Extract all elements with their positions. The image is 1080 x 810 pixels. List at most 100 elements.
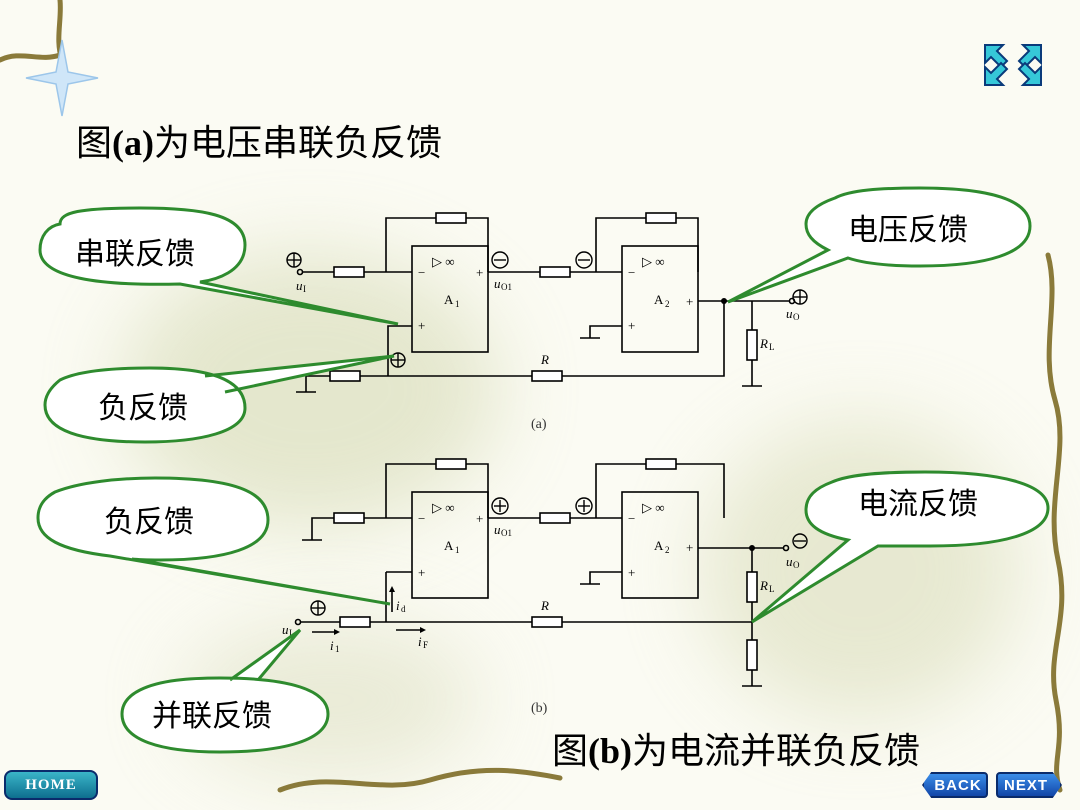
svg-text:+: + [476, 511, 483, 526]
circuit-b-resistors [333, 458, 758, 671]
svg-text:I: I [303, 284, 306, 294]
svg-text:A: A [654, 292, 664, 307]
back-button[interactable]: BACK [922, 772, 988, 798]
resistor [329, 370, 361, 382]
callout-series-feedback [38, 206, 399, 326]
svg-text:R: R [540, 598, 549, 613]
svg-text:A: A [654, 538, 664, 553]
next-button[interactable]: NEXT [996, 772, 1062, 798]
svg-text:负反馈: 负反馈 [98, 391, 188, 426]
resistor [539, 512, 571, 524]
svg-text:并联反馈: 并联反馈 [152, 699, 272, 734]
home-button[interactable]: HOME [4, 770, 98, 800]
svg-text:2: 2 [665, 545, 670, 555]
svg-text:电流反馈: 电流反馈 [858, 487, 978, 522]
svg-text:R: R [759, 336, 768, 351]
svg-text:R: R [540, 352, 549, 367]
resistor [339, 616, 371, 628]
title-figure-b: 图(b)为电流并联负反馈 [552, 731, 921, 772]
svg-text:−: − [628, 511, 635, 526]
caption-a: (a) [531, 417, 547, 432]
op-amp-a2 [621, 245, 699, 353]
resistor [539, 266, 571, 278]
resistor-rl [746, 329, 758, 361]
callout-current-feedback [751, 470, 1050, 624]
svg-text:电压反馈: 电压反馈 [848, 213, 968, 248]
svg-text:u: u [494, 522, 501, 537]
svg-text:R: R [759, 578, 768, 593]
svg-text:2: 2 [665, 299, 670, 309]
vine-decoration [0, 0, 1065, 793]
svg-text:▷ ∞: ▷ ∞ [642, 500, 665, 515]
svg-text:−: − [628, 265, 635, 280]
svg-text:I: I [289, 628, 292, 638]
star-icon [25, 39, 99, 117]
svg-text:+: + [418, 565, 425, 580]
svg-text:串联反馈: 串联反馈 [75, 237, 195, 272]
polarity-marks-b [310, 497, 808, 616]
circuit-a [296, 217, 796, 393]
resistor [333, 512, 365, 524]
op-amp-a2 [621, 491, 699, 599]
svg-text:▷ ∞: ▷ ∞ [642, 254, 665, 269]
callouts [36, 186, 1050, 754]
junction-dot [749, 545, 755, 551]
svg-text:i: i [418, 634, 422, 649]
svg-text:+: + [628, 565, 635, 580]
svg-text:F: F [423, 640, 428, 650]
svg-text:+: + [686, 540, 693, 555]
svg-text:A: A [444, 292, 454, 307]
op-amp-a1 [411, 245, 489, 353]
callout-negative-feedback-b [36, 476, 391, 606]
op-amp-a1 [411, 491, 489, 599]
shrink-icon[interactable] [984, 44, 1042, 86]
circuit-a-resistors [329, 212, 758, 382]
resistor-rl [746, 571, 758, 603]
svg-text:u: u [494, 276, 501, 291]
svg-text:O: O [793, 312, 800, 322]
callout-voltage-feedback [727, 186, 1032, 304]
resistor-r [531, 370, 563, 382]
svg-text:1: 1 [455, 299, 460, 309]
title-figure-a: 图(a)为电压串联负反馈 [76, 123, 443, 164]
svg-text:u: u [786, 554, 793, 569]
resistor-r [531, 616, 563, 628]
resistor [645, 458, 677, 470]
polarity-marks-a [286, 251, 808, 368]
svg-text:L: L [769, 342, 775, 352]
circuit-b [294, 463, 790, 687]
callout-shunt-feedback [120, 628, 330, 754]
caption-b: (b) [531, 701, 548, 716]
svg-text:▷ ∞: ▷ ∞ [432, 254, 455, 269]
resistor [435, 458, 467, 470]
resistor [333, 266, 365, 278]
svg-text:u: u [296, 278, 303, 293]
svg-text:+: + [476, 265, 483, 280]
callout-negative-feedback-a [43, 354, 395, 444]
junction-dot [721, 298, 727, 304]
svg-text:1: 1 [335, 644, 340, 654]
svg-text:i: i [396, 598, 400, 613]
svg-text:O1: O1 [501, 528, 512, 538]
svg-text:−: − [418, 265, 425, 280]
svg-text:u: u [786, 306, 793, 321]
svg-text:L: L [769, 584, 775, 594]
svg-text:i: i [330, 638, 334, 653]
circuit-b-arrowheads [334, 586, 426, 635]
callout-labels: 串联反馈 负反馈 电压反馈 负反馈 电流反馈 并联反馈 [75, 213, 978, 734]
svg-text:d: d [401, 604, 406, 614]
svg-text:+: + [628, 318, 635, 333]
svg-text:O: O [793, 560, 800, 570]
svg-text:+: + [686, 294, 693, 309]
svg-text:u: u [282, 622, 289, 637]
resistor [435, 212, 467, 224]
resistor [746, 639, 758, 671]
svg-text:A: A [444, 538, 454, 553]
svg-text:1: 1 [455, 545, 460, 555]
svg-text:O1: O1 [501, 282, 512, 292]
svg-text:−: − [418, 511, 425, 526]
svg-text:▷ ∞: ▷ ∞ [432, 500, 455, 515]
